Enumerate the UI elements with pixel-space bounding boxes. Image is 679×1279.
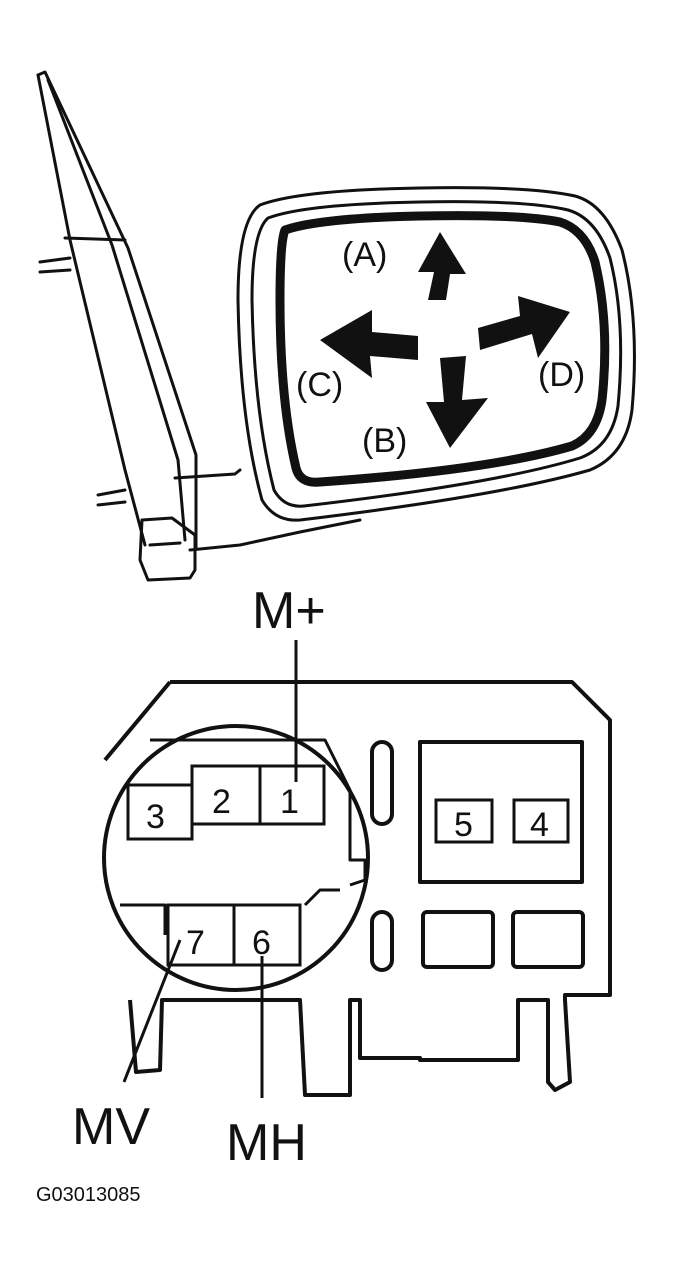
mirror-mount — [36, 70, 362, 582]
pin-label-1: 1 — [280, 783, 299, 821]
pin-label-6: 6 — [252, 924, 271, 962]
mirror-housing — [236, 186, 636, 522]
pin-box-4 — [512, 798, 570, 844]
leader-lines — [122, 640, 298, 1098]
pin-box-5 — [434, 798, 494, 844]
direction-label-d: (D) — [538, 356, 585, 394]
signal-label-m-plus: M+ — [252, 582, 326, 640]
adjustment-arrows — [320, 232, 570, 448]
pin-label-4: 4 — [530, 806, 549, 844]
pin-box-2 — [190, 764, 262, 826]
direction-label-a: (A) — [342, 236, 387, 274]
pin-box-6 — [232, 903, 302, 967]
pin-box-7 — [166, 903, 236, 967]
pin-box-1 — [258, 764, 326, 826]
mirror-assembly — [36, 70, 636, 582]
cavity-right — [511, 910, 585, 969]
cavity-left — [421, 910, 495, 969]
magnified-view-circle — [102, 724, 370, 992]
pin-label-3: 3 — [146, 798, 165, 836]
mirror-glass — [275, 211, 610, 487]
pin-label-7: 7 — [186, 924, 205, 962]
signal-label-mv: MV — [72, 1098, 150, 1156]
arrow-right-icon — [478, 296, 570, 358]
direction-label-c: (C) — [296, 366, 343, 404]
connector-body — [102, 680, 612, 1097]
signal-label-mh: MH — [226, 1114, 307, 1172]
slot-oval-bottom — [370, 910, 394, 972]
leader-mv — [122, 939, 182, 1083]
slot-oval-top — [370, 740, 394, 826]
pin-label-2: 2 — [212, 783, 231, 821]
pin-bay — [418, 740, 584, 884]
pin-boxes — [126, 764, 570, 967]
arrow-left-icon — [320, 310, 418, 378]
direction-label-b: (B) — [362, 422, 407, 460]
arrow-up-icon — [418, 232, 466, 300]
figure-code: G03013085 — [36, 1184, 141, 1206]
connector-housing — [128, 680, 612, 1097]
pin-label-5: 5 — [454, 806, 473, 844]
arrow-down-icon — [426, 356, 488, 448]
